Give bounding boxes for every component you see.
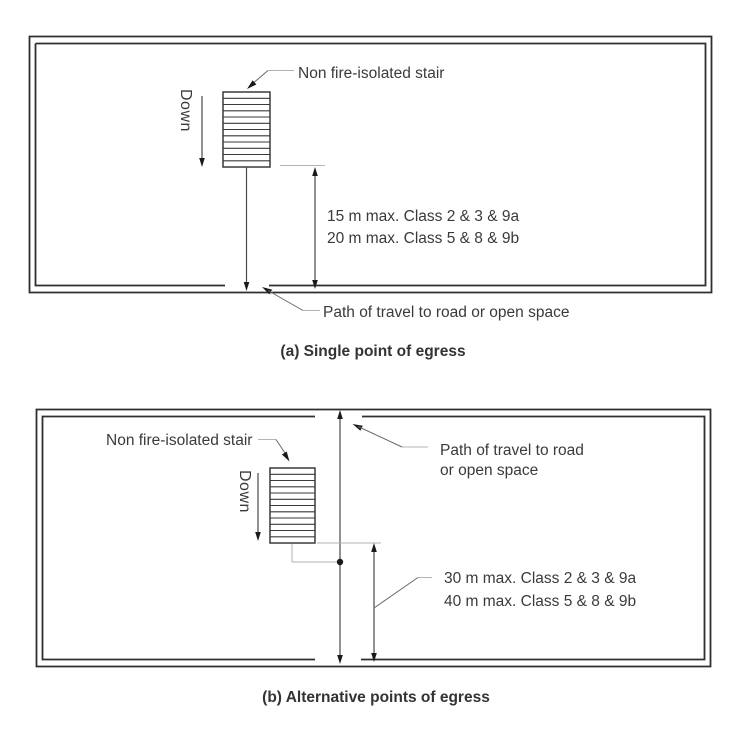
stair-label: Non fire-isolated stair	[298, 65, 444, 82]
path-leader-diagonal-b	[357, 426, 403, 448]
distance-text-line2-b: 40 m max. Class 5 & 8 & 9b	[444, 593, 636, 610]
junction-dot	[336, 558, 344, 566]
stair-leader-arrow-icon-b	[281, 451, 290, 462]
caption-a: (a) Single point of egress	[280, 343, 465, 360]
dimension-arrow-down-icon-b	[371, 653, 377, 662]
egress-path-arrow-icon	[243, 282, 250, 291]
distance-text-line1: 15 m max. Class 2 & 3 & 9a	[327, 208, 519, 225]
path-leader-arrow-icon-b	[352, 424, 363, 431]
stair-treads-b	[270, 473, 315, 538]
stair-label-b: Non fire-isolated stair	[106, 432, 252, 449]
path-leader-diagonal	[267, 290, 304, 311]
down-label: Down	[177, 89, 194, 132]
outer-wall	[28, 35, 713, 294]
dimension-arrow-up-icon	[312, 167, 318, 176]
outer-wall-b	[35, 408, 712, 668]
path-label-line1-b: Path of travel to road	[440, 442, 584, 459]
stair-treads	[223, 97, 270, 162]
dimension-arrow-up-icon-b	[371, 543, 377, 552]
down-arrow-icon-b	[255, 532, 261, 541]
floor-plan-b: Down Non fire-isolated stair 30 m max. C…	[35, 408, 712, 706]
caption-b: (b) Alternative points of egress	[262, 689, 490, 706]
distance-text-line2: 20 m max. Class 5 & 8 & 9b	[327, 230, 519, 247]
distance-text-line1-b: 30 m max. Class 2 & 3 & 9a	[444, 570, 636, 587]
path-label-line2-b: or open space	[440, 462, 538, 479]
dimension-arrow-down-icon	[312, 280, 318, 289]
inner-wall	[34, 42, 707, 287]
stair-leader-arrow-icon	[247, 80, 257, 89]
floor-plan-a: Down Non fire-isolated stair 15 m max. C…	[28, 35, 713, 360]
path-arrow-up-icon	[337, 410, 343, 419]
down-arrow-icon	[199, 158, 205, 167]
distance-leader-diagonal-b	[373, 577, 419, 609]
inner-wall-b	[41, 415, 706, 661]
path-leader-arrow-icon	[262, 287, 273, 295]
path-label: Path of travel to road or open space	[323, 304, 569, 321]
stair-connector-line	[291, 544, 337, 563]
down-label-b: Down	[236, 470, 253, 513]
path-arrow-down-icon	[337, 655, 343, 664]
